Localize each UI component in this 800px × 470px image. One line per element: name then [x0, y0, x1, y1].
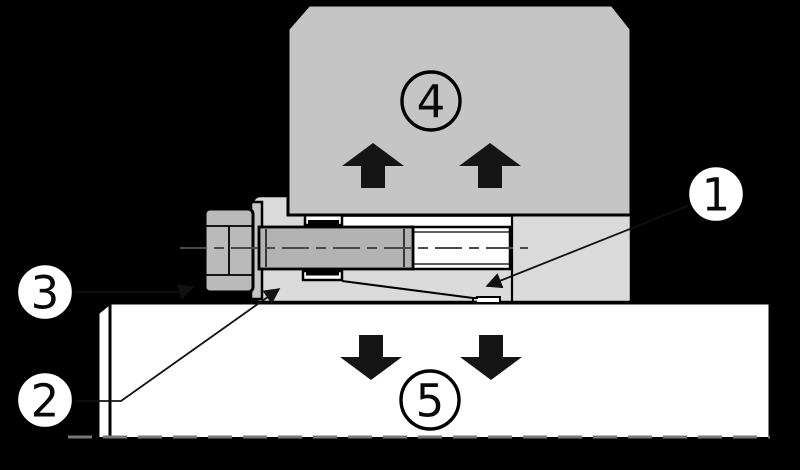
leader-line-3: [74, 283, 195, 300]
callout-1-label: 1: [702, 169, 731, 222]
leader-lines: [74, 204, 691, 402]
callout-5: 5: [399, 369, 461, 431]
callout-3-label: 3: [31, 267, 60, 320]
wedge-step-face: [477, 297, 500, 302]
bolt-assembly: [180, 200, 528, 301]
callout-4-circle: [400, 70, 462, 132]
callout-5-circle: [399, 369, 461, 431]
callout-2-circle: [14, 369, 76, 431]
callout-4-label: 4: [417, 76, 446, 129]
callout-4: 4: [400, 70, 462, 132]
leader-line-2: [74, 288, 281, 402]
hex-head-facet-lines: [205, 225, 253, 276]
callout-3: 3: [14, 261, 76, 323]
downward-force-arrows: [340, 335, 522, 380]
arrow-down-icon: [460, 335, 522, 380]
callout-1-circle: [685, 163, 747, 225]
leader-line-1: [485, 204, 691, 289]
arrow-up-icon: [459, 143, 521, 188]
callout-5-label: 5: [416, 375, 445, 428]
upward-force-arrows: [342, 143, 521, 188]
callout-2: 2: [14, 369, 76, 431]
callout-2-label: 2: [31, 375, 60, 428]
clearance-gap: [341, 215, 513, 228]
arrow-up-icon: [342, 143, 404, 188]
slot-notches: [301, 213, 344, 282]
callout-3-circle: [14, 261, 76, 323]
callouts: 1 2 3 4 5: [14, 70, 747, 431]
callout-1: 1: [685, 163, 747, 225]
arrow-down-icon: [340, 335, 402, 380]
wedge-taper-line: [341, 280, 512, 303]
